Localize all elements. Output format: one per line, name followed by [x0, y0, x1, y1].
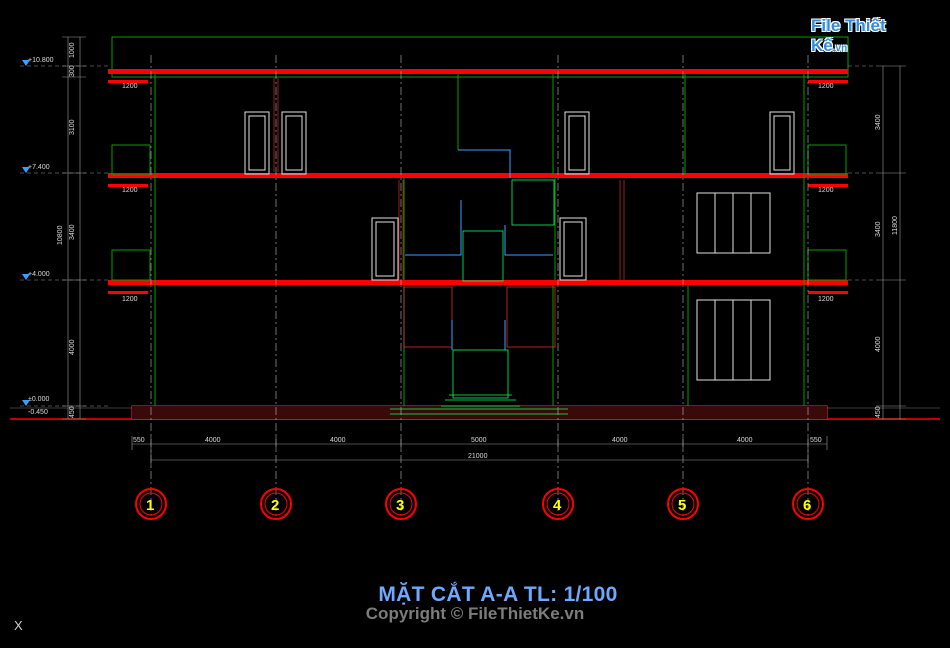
- left-dims: 1000 300 3100 3400 4000 450 10800: [57, 42, 76, 418]
- filethietke-logo: File Thiết Kế.vn: [808, 10, 926, 55]
- stairs-hatch: [403, 286, 556, 348]
- h-dim: 4000: [205, 437, 221, 444]
- grid-bubble-1: 1: [135, 488, 167, 520]
- logo-suffix: .vn: [832, 43, 848, 54]
- h-dim: 550: [133, 437, 145, 444]
- balcony-label: 1200: [122, 187, 138, 194]
- horizontal-dims: 550 4000 4000 5000 4000 4000 550 21000: [133, 437, 822, 460]
- grid-bubble-2: 2: [260, 488, 292, 520]
- h-dim: 5000: [471, 437, 487, 444]
- left-dim: 3100: [69, 119, 76, 135]
- grid-bubble-3: 3: [385, 488, 417, 520]
- left-dim: 450: [69, 406, 76, 418]
- grid-lines: [150, 55, 809, 520]
- balcony-label: 1200: [818, 83, 834, 90]
- grid-bubble-4: 4: [542, 488, 574, 520]
- elevation-mark: -0.450: [28, 409, 48, 416]
- elevation-mark: +7.400: [28, 164, 50, 171]
- left-total: 10800: [57, 225, 64, 245]
- h-dim: 550: [810, 437, 822, 444]
- elevation-mark: +4.000: [28, 271, 50, 278]
- balcony-label: 1200: [122, 83, 138, 90]
- right-dim: 3400: [875, 221, 882, 237]
- grid-bubble-6: 6: [792, 488, 824, 520]
- h-dim: 4000: [612, 437, 628, 444]
- ucs-icon: X: [14, 618, 23, 633]
- h-dim-total: 21000: [468, 453, 488, 460]
- horizontal-dimension-lines: [131, 436, 828, 466]
- h-dim: 4000: [330, 437, 346, 444]
- elevation-markers: +10.800 +7.400 +4.000 ±0.000 -0.450: [22, 57, 54, 416]
- balcony-label: 1200: [122, 296, 138, 303]
- balcony-label: 1200: [818, 187, 834, 194]
- windows: [696, 192, 771, 381]
- h-dim: 4000: [737, 437, 753, 444]
- grid-bubble-5: 5: [667, 488, 699, 520]
- left-dim: 1000: [69, 42, 76, 58]
- balcony-label: 1200: [818, 296, 834, 303]
- stairs: [390, 179, 568, 415]
- right-dim: 4000: [875, 336, 882, 352]
- balcony-label-group: 1200 1200 1200 1200 1200 1200: [122, 83, 834, 303]
- right-dim: 3400: [875, 114, 882, 130]
- balcony-railings: [111, 144, 847, 281]
- right-dim: 450: [875, 406, 882, 418]
- wall-lines: [154, 74, 805, 406]
- copyright-text: Copyright © FileThietKe.vn: [365, 604, 585, 623]
- left-dimension-lines: [20, 36, 108, 420]
- grid-bubbles: 1 2 3 4 5 6: [135, 488, 824, 520]
- left-dim: 4000: [69, 339, 76, 355]
- stair-handrails: [405, 149, 553, 350]
- roof-parapet: [111, 36, 849, 78]
- right-dims: 3400 3400 4000 450 11800: [875, 114, 899, 418]
- floor-slabs: [108, 69, 848, 420]
- grid-label: 5: [678, 497, 686, 514]
- logo-text: File Thiết Kế: [811, 16, 886, 55]
- grid-label: 2: [271, 497, 279, 514]
- elevation-mark: +10.800: [28, 57, 54, 64]
- doors: [244, 111, 795, 281]
- left-dim: 3400: [69, 224, 76, 240]
- drawing-title: MẶT CẮT A-A TL: 1/100: [378, 583, 618, 606]
- grid-label: 1: [146, 497, 154, 514]
- grid-label: 4: [553, 497, 562, 514]
- grid-label: 3: [396, 497, 404, 514]
- column-hatch: [273, 78, 625, 280]
- left-dim: 300: [69, 65, 76, 77]
- grid-label: 6: [803, 497, 811, 514]
- right-total: 11800: [892, 216, 899, 235]
- elevation-mark: ±0.000: [28, 396, 49, 403]
- right-dimension-lines: [848, 65, 906, 420]
